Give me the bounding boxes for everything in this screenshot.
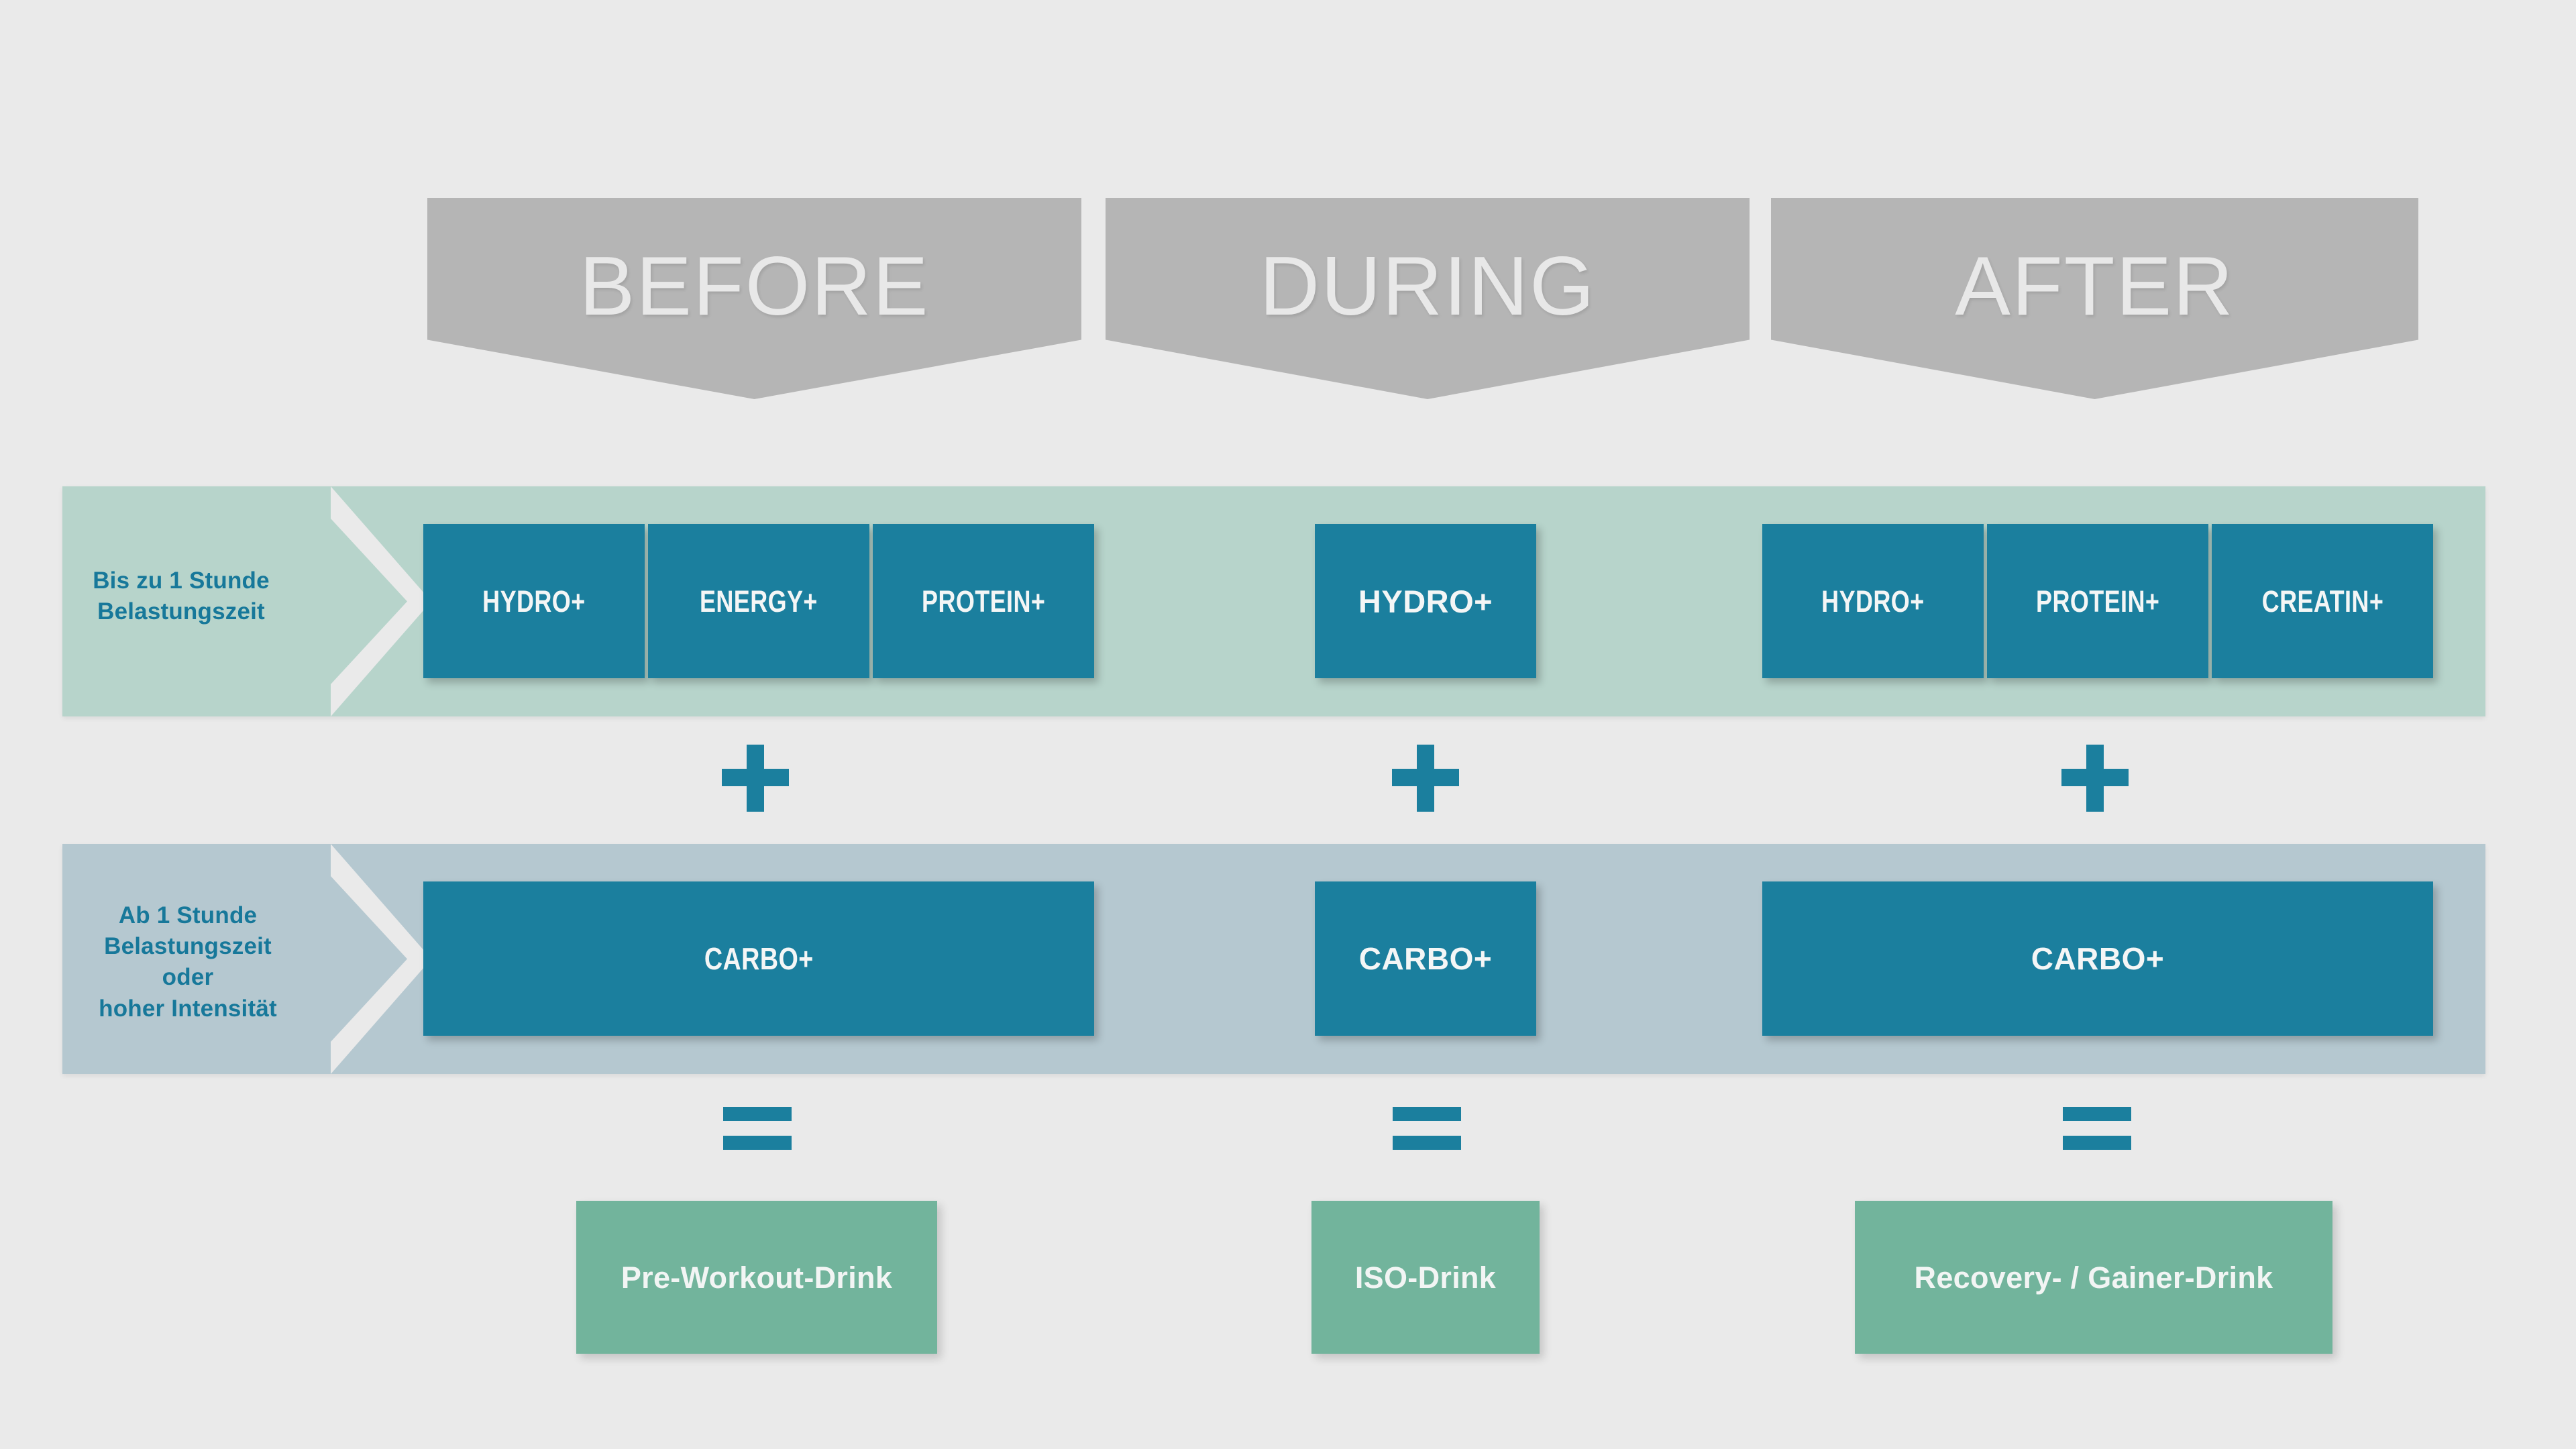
result-drink-before[interactable]: Pre-Workout-Drink [576, 1201, 937, 1354]
result-drink-label: Recovery- / Gainer-Drink [1914, 1260, 2273, 1295]
tile-before-energy[interactable]: ENERGY+ [648, 524, 869, 678]
band-label-line-3: hoher Intensität [99, 995, 277, 1022]
tile-label: ENERGY+ [700, 584, 818, 619]
operator-equals-during [1393, 1107, 1461, 1150]
result-drink-label: Pre-Workout-Drink [621, 1260, 893, 1295]
tile-label: PROTEIN+ [921, 584, 1046, 619]
tile-label: CREATIN+ [2261, 584, 2383, 619]
band-label-line-1: Bis zu 1 Stunde [93, 568, 270, 594]
band-chevron-notch-row2 [331, 844, 431, 1074]
tile-after-carbo[interactable]: CARBO+ [1762, 881, 2433, 1036]
band-label-line-2: Belastungszeit oder [104, 933, 272, 991]
equals-top-bar [2063, 1107, 2131, 1121]
band-label-line-2: Belastungszeit [97, 598, 265, 625]
operator-plus-before [722, 745, 789, 812]
tile-after-hydro[interactable]: HYDRO+ [1762, 524, 1984, 678]
tile-before-protein[interactable]: PROTEIN+ [873, 524, 1094, 678]
tile-label: CARBO+ [2031, 941, 2165, 976]
result-drink-during[interactable]: ISO-Drink [1311, 1201, 1540, 1354]
tile-label: CARBO+ [704, 941, 814, 976]
plus-vertical-bar [2086, 745, 2104, 812]
tile-during-hydro[interactable]: HYDRO+ [1315, 524, 1536, 678]
operator-plus-after [2061, 745, 2129, 812]
equals-bottom-bar [1393, 1136, 1461, 1150]
phase-banner-during: DURING [1106, 198, 1750, 399]
equals-top-bar [723, 1107, 792, 1121]
band-label-row-up-to-1h: Bis zu 1 Stunde Belastungszeit [80, 566, 282, 627]
tile-label: PROTEIN+ [2035, 584, 2160, 619]
phase-banner-label-during: DURING [1259, 240, 1596, 333]
tile-after-creatin[interactable]: CREATIN+ [2212, 524, 2433, 678]
band-label-line-1: Ab 1 Stunde [118, 902, 258, 928]
tile-label: HYDRO+ [482, 584, 586, 619]
tile-label: HYDRO+ [1821, 584, 1925, 619]
phase-banner-before: BEFORE [427, 198, 1081, 399]
tile-label: CARBO+ [1358, 941, 1493, 976]
band-chevron-notch-row1 [331, 486, 431, 716]
tile-during-carbo[interactable]: CARBO+ [1315, 881, 1536, 1036]
tile-after-protein[interactable]: PROTEIN+ [1987, 524, 2208, 678]
operator-plus-during [1392, 745, 1459, 812]
equals-top-bar [1393, 1107, 1461, 1121]
plus-vertical-bar [747, 745, 764, 812]
phase-banner-label-after: AFTER [1955, 240, 2235, 333]
tile-label: HYDRO+ [1358, 583, 1493, 619]
phase-banner-after: AFTER [1771, 198, 2418, 399]
phase-banner-label-before: BEFORE [579, 240, 930, 333]
plus-vertical-bar [1417, 745, 1434, 812]
result-drink-label: ISO-Drink [1354, 1260, 1497, 1295]
band-label-row-from-1h: Ab 1 Stunde Belastungszeit oder hoher In… [80, 900, 295, 1024]
operator-equals-before [723, 1107, 792, 1150]
tile-before-hydro[interactable]: HYDRO+ [423, 524, 645, 678]
equals-bottom-bar [2063, 1136, 2131, 1150]
equals-bottom-bar [723, 1136, 792, 1150]
operator-equals-after [2063, 1107, 2131, 1150]
result-drink-after[interactable]: Recovery- / Gainer-Drink [1855, 1201, 2332, 1354]
tile-before-carbo[interactable]: CARBO+ [423, 881, 1094, 1036]
